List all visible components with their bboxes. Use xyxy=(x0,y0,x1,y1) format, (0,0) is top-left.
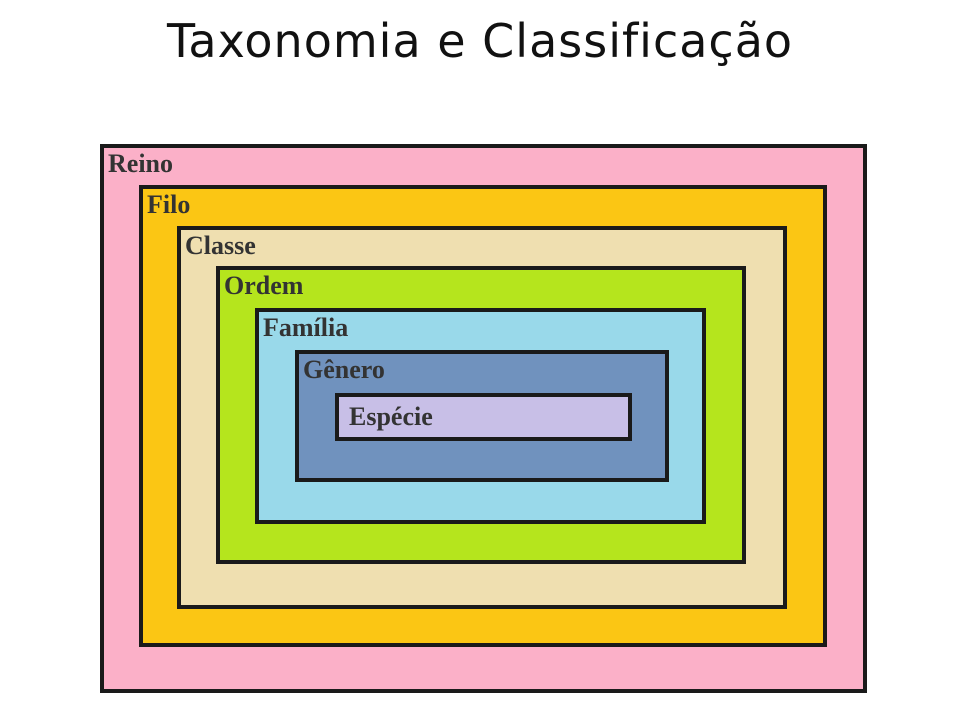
label-classe: Classe xyxy=(185,231,256,260)
box-especie: Espécie xyxy=(335,393,632,441)
page-title: Taxonomia e Classificação xyxy=(166,14,794,68)
label-especie: Espécie xyxy=(349,402,433,431)
label-filo: Filo xyxy=(147,190,191,219)
label-reino: Reino xyxy=(108,149,173,178)
label-ordem: Ordem xyxy=(224,271,304,300)
label-genero: Gênero xyxy=(303,355,385,384)
label-familia: Família xyxy=(263,313,349,342)
